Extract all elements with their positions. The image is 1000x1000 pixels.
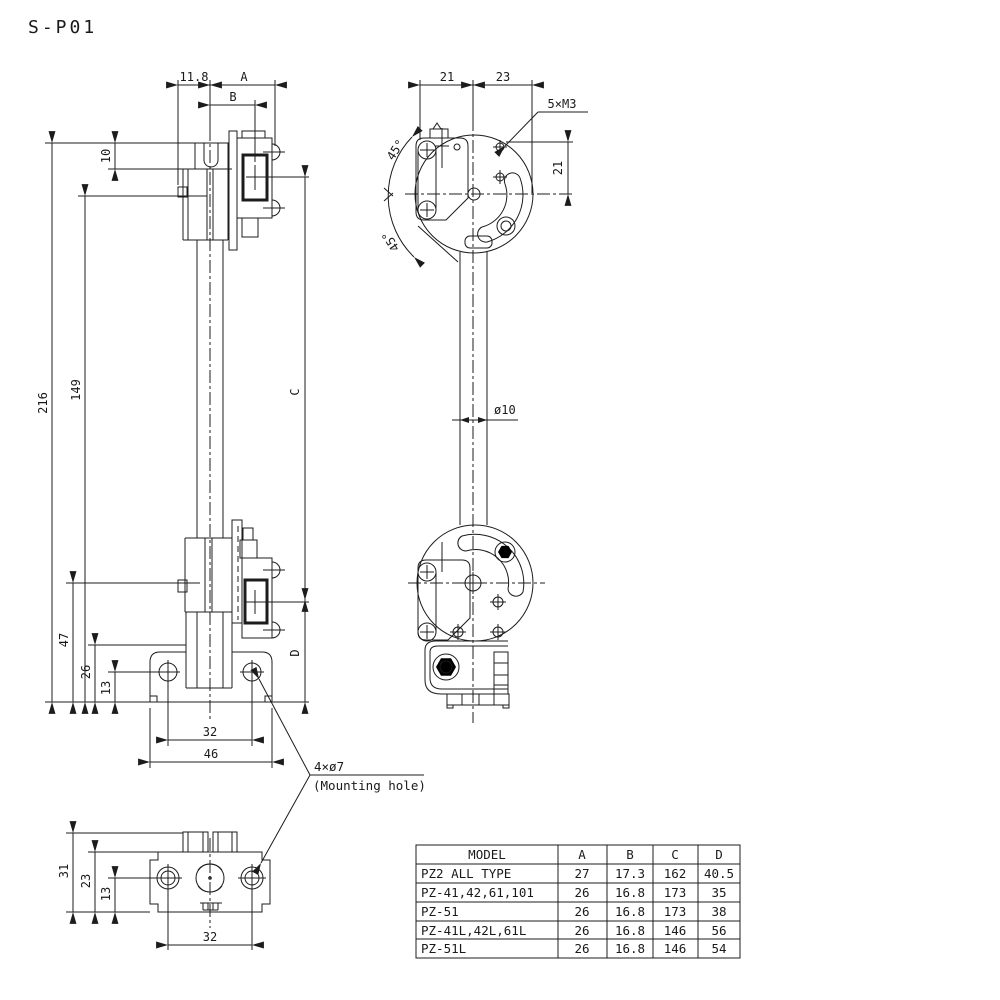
dim-11-8: 11.8	[180, 70, 209, 84]
table-header-c: C	[671, 847, 679, 862]
bottom-view-outline	[150, 852, 270, 912]
dim-47: 47	[57, 633, 71, 647]
row1-a: 26	[574, 885, 589, 900]
dim-B: B	[229, 90, 236, 104]
row4-d: 54	[711, 941, 726, 956]
dim-32: 32	[203, 725, 217, 739]
table-header-b: B	[626, 847, 634, 862]
dim-13b: 13	[99, 887, 113, 901]
row1-model: PZ-41,42,61,101	[421, 885, 534, 900]
front-view-dimensions	[48, 80, 309, 768]
mounting-hole-leader	[250, 666, 424, 876]
dim-21-right: 21	[551, 161, 565, 175]
bottom-view	[150, 832, 270, 928]
model-table	[416, 845, 740, 958]
dim-46: 46	[204, 747, 218, 761]
table-header-d: D	[715, 847, 723, 862]
dim-26: 26	[79, 665, 93, 679]
front-view	[45, 128, 309, 722]
dim-13: 13	[99, 681, 113, 695]
bottom-view-dim-labels: 31 23 13 32	[57, 864, 217, 944]
dim-10: 10	[99, 149, 113, 163]
row2-model: PZ-51	[421, 904, 459, 919]
row1-d: 35	[711, 885, 726, 900]
row1-b: 16.8	[615, 885, 645, 900]
table-header-model: MODEL	[468, 847, 506, 862]
row2-d: 38	[711, 904, 726, 919]
base-plate	[150, 652, 272, 702]
row0-a: 27	[574, 866, 589, 881]
row3-c: 146	[664, 923, 687, 938]
dim-216: 216	[36, 392, 50, 414]
dim-23: 23	[496, 70, 510, 84]
row4-a: 26	[574, 941, 589, 956]
note-line2: (Mounting hole)	[313, 778, 426, 793]
row0-d: 40.5	[704, 866, 734, 881]
dim-45-lower: 45°	[379, 228, 403, 254]
row0-model: PZ2 ALL TYPE	[421, 866, 511, 881]
table-row: PZ-41L,42L,61L 26 16.8 146 56	[421, 923, 727, 938]
dim-dia10: ø10	[494, 403, 516, 417]
row4-c: 146	[664, 941, 687, 956]
dim-21-top: 21	[440, 70, 454, 84]
row3-b: 16.8	[615, 923, 645, 938]
row3-model: PZ-41L,42L,61L	[421, 923, 526, 938]
dim-C: C	[288, 388, 302, 395]
dim-D: D	[288, 649, 302, 656]
table-header-a: A	[578, 847, 586, 862]
row3-a: 26	[574, 923, 589, 938]
dim-32b: 32	[203, 930, 217, 944]
mounting-hole-note: 4×ø7 (Mounting hole)	[313, 759, 426, 793]
bottom-view-dimensions	[66, 821, 264, 950]
side-view-dim-labels: 21 23 5×M3 21 ø10 45° 45°	[379, 70, 577, 417]
side-view-dimensions	[384, 80, 588, 423]
model-table-text: MODEL A B C D PZ2 ALL TYPE 27 17.3 162 4…	[421, 847, 734, 956]
row4-model: PZ-51L	[421, 941, 466, 956]
row2-b: 16.8	[615, 904, 645, 919]
note-line1: 4×ø7	[314, 759, 344, 774]
foot-bolt	[433, 654, 459, 680]
dim-5xM3: 5×M3	[548, 97, 577, 111]
dim-45-upper: 45°	[384, 137, 408, 163]
table-row: PZ-51 26 16.8 173 38	[421, 904, 727, 919]
row3-d: 56	[711, 923, 726, 938]
table-row: PZ-41,42,61,101 26 16.8 173 35	[421, 885, 727, 900]
dim-149: 149	[69, 379, 83, 401]
side-view	[405, 118, 575, 723]
table-row: PZ-51L 26 16.8 146 54	[421, 941, 727, 956]
row2-c: 173	[664, 904, 687, 919]
dim-23b: 23	[79, 874, 93, 888]
dim-31: 31	[57, 864, 71, 878]
row2-a: 26	[574, 904, 589, 919]
row0-c: 162	[664, 866, 687, 881]
row0-b: 17.3	[615, 866, 645, 881]
dim-A: A	[240, 70, 248, 84]
row4-b: 16.8	[615, 941, 645, 956]
table-row: PZ2 ALL TYPE 27 17.3 162 40.5	[421, 866, 734, 881]
drawing-title: S-P01	[28, 17, 97, 38]
front-view-dim-labels: 11.8 A B 10 216 149 47 26 13 32 46 C D	[36, 70, 302, 761]
row1-c: 173	[664, 885, 687, 900]
